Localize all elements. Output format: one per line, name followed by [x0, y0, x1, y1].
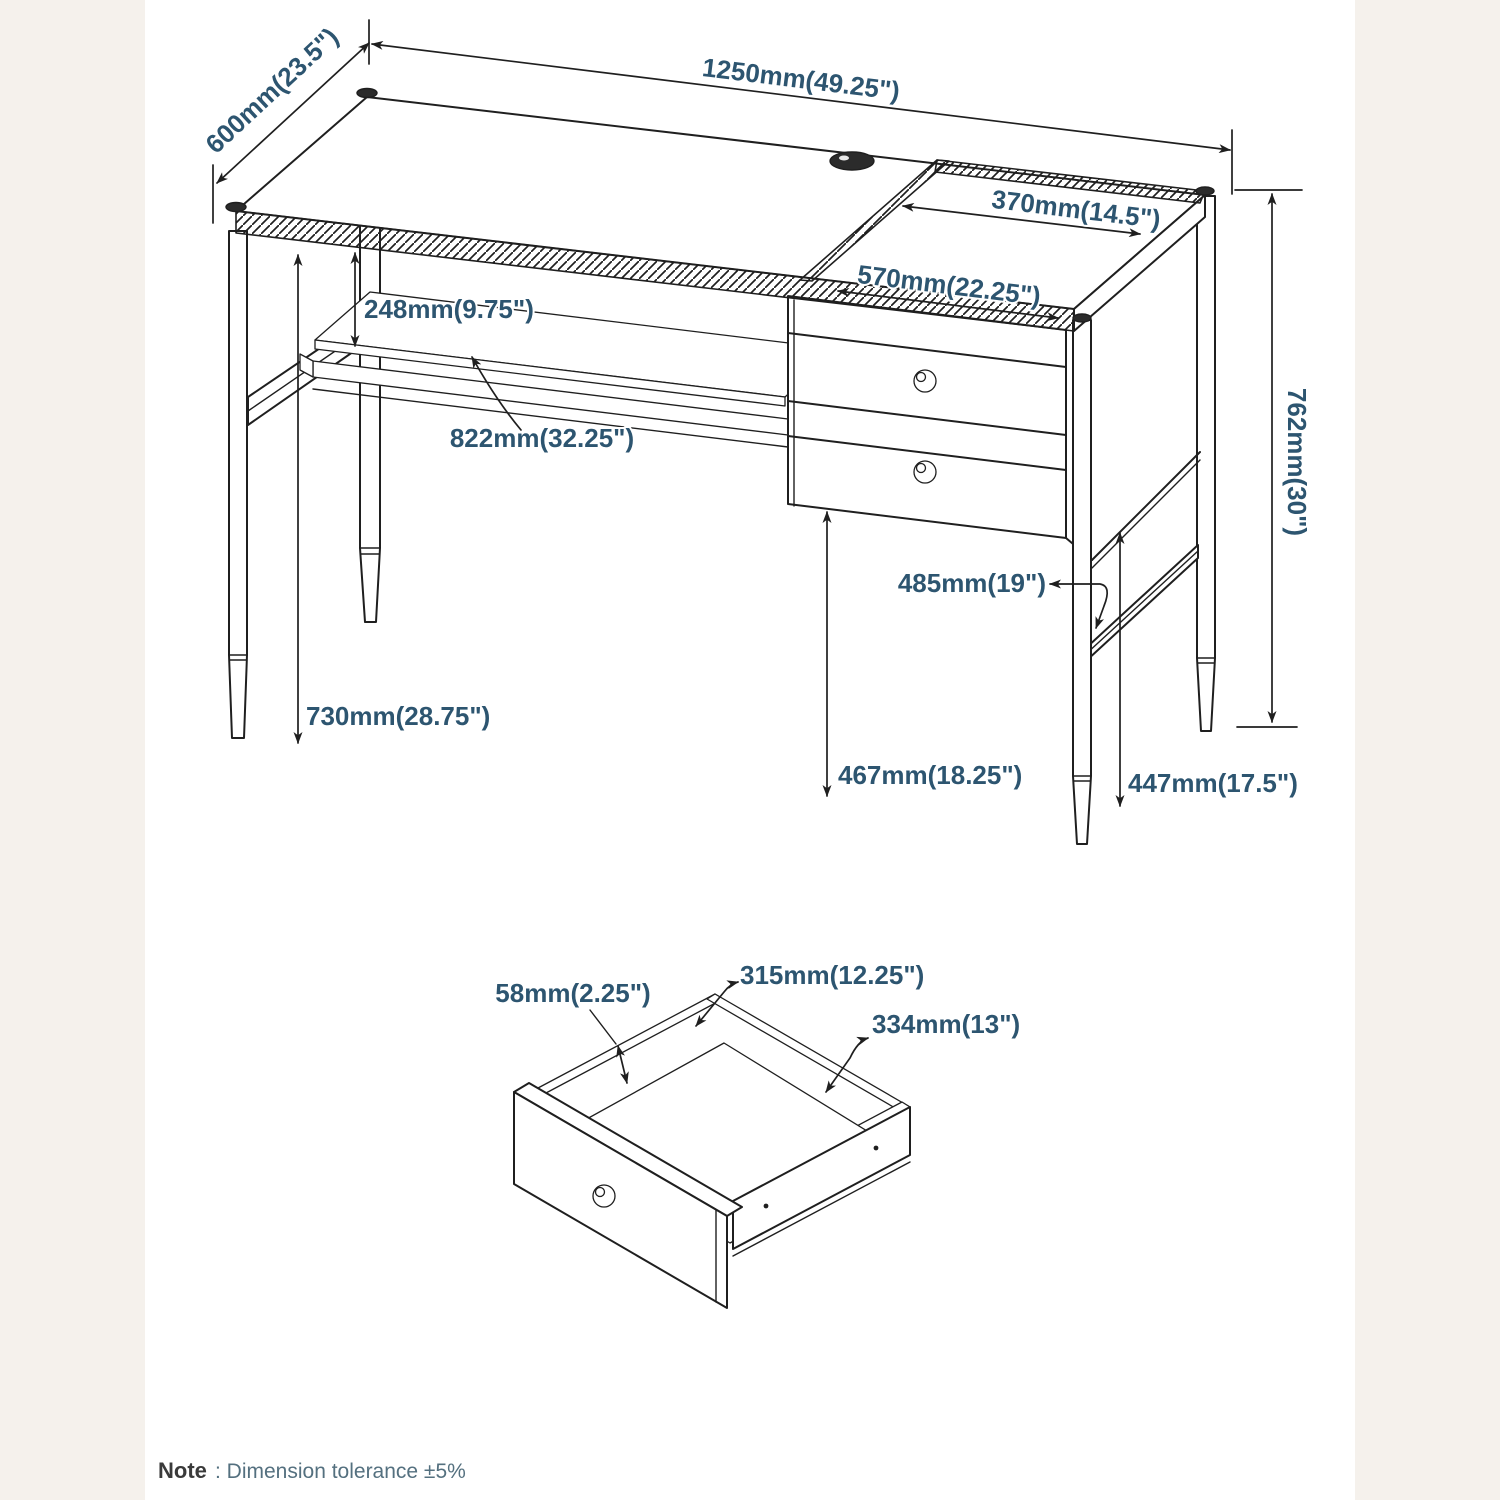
note: Note : Dimension tolerance ±5%: [158, 1458, 466, 1483]
screw-dot: [873, 1145, 879, 1151]
drawer-detail-drawing: 58mm(2.25") 315mm(12.25") 334mm(13"): [493, 958, 1022, 1309]
cabinet-back-rail-band: [934, 159, 1206, 204]
dim-label-drawer-inner-height: 58mm(2.25"): [495, 978, 650, 1008]
right-margin-strip: [1355, 0, 1500, 1500]
drawer-detail-dimension-lines: [589, 980, 869, 1093]
left-margin-strip: [0, 0, 145, 1500]
corner-cap-front-right: [1072, 313, 1092, 323]
drawer-knob-detail: [592, 1184, 616, 1208]
dim-label-leg-clearance: 730mm(28.75"): [306, 701, 490, 731]
front-left-leg: [228, 230, 248, 739]
dim-label-width: 1250mm(49.25"): [701, 52, 902, 106]
under-desk-shelf: [299, 291, 839, 448]
dim-label-side-stretcher: 485mm(19"): [898, 568, 1046, 598]
cable-grommet: [829, 151, 875, 171]
corner-cap-front-left: [225, 201, 247, 213]
dim-label-floor-to-stretcher: 447mm(17.5"): [1128, 768, 1298, 798]
corner-cap-back-left: [356, 87, 378, 99]
dim-label-overall-height: 762mm(30"): [1282, 388, 1312, 536]
dim-label-shelf-length: 822mm(32.25"): [450, 423, 634, 453]
desk-drawing: 600mm(23.5") 1250mm(49.25") 370mm(14.5")…: [198, 19, 1314, 845]
back-right-leg: [1196, 195, 1216, 732]
corner-cap-back-right: [1195, 186, 1215, 196]
drawer-front-panel: [513, 1082, 743, 1309]
dim-label-drawer-inner-width: 334mm(13"): [872, 1009, 1020, 1039]
drawer-knob-top: [913, 369, 937, 393]
right-side-stretcher: [1085, 544, 1199, 662]
dimension-lines: [212, 19, 1303, 807]
front-right-leg: [1072, 319, 1092, 845]
dim-label-drawer-inner-depth: 315mm(12.25"): [740, 960, 924, 990]
note-text: : Dimension tolerance ±5%: [215, 1460, 466, 1483]
screw-dot: [763, 1203, 769, 1209]
drawer-cabinet-front: [787, 295, 1067, 539]
note-label: Note: [158, 1458, 207, 1483]
dim-label-floor-to-drawer: 467mm(18.25"): [838, 760, 1022, 790]
dim-label-shelf-depth: 248mm(9.75"): [364, 294, 534, 324]
drawer-knob-bottom: [913, 460, 937, 484]
